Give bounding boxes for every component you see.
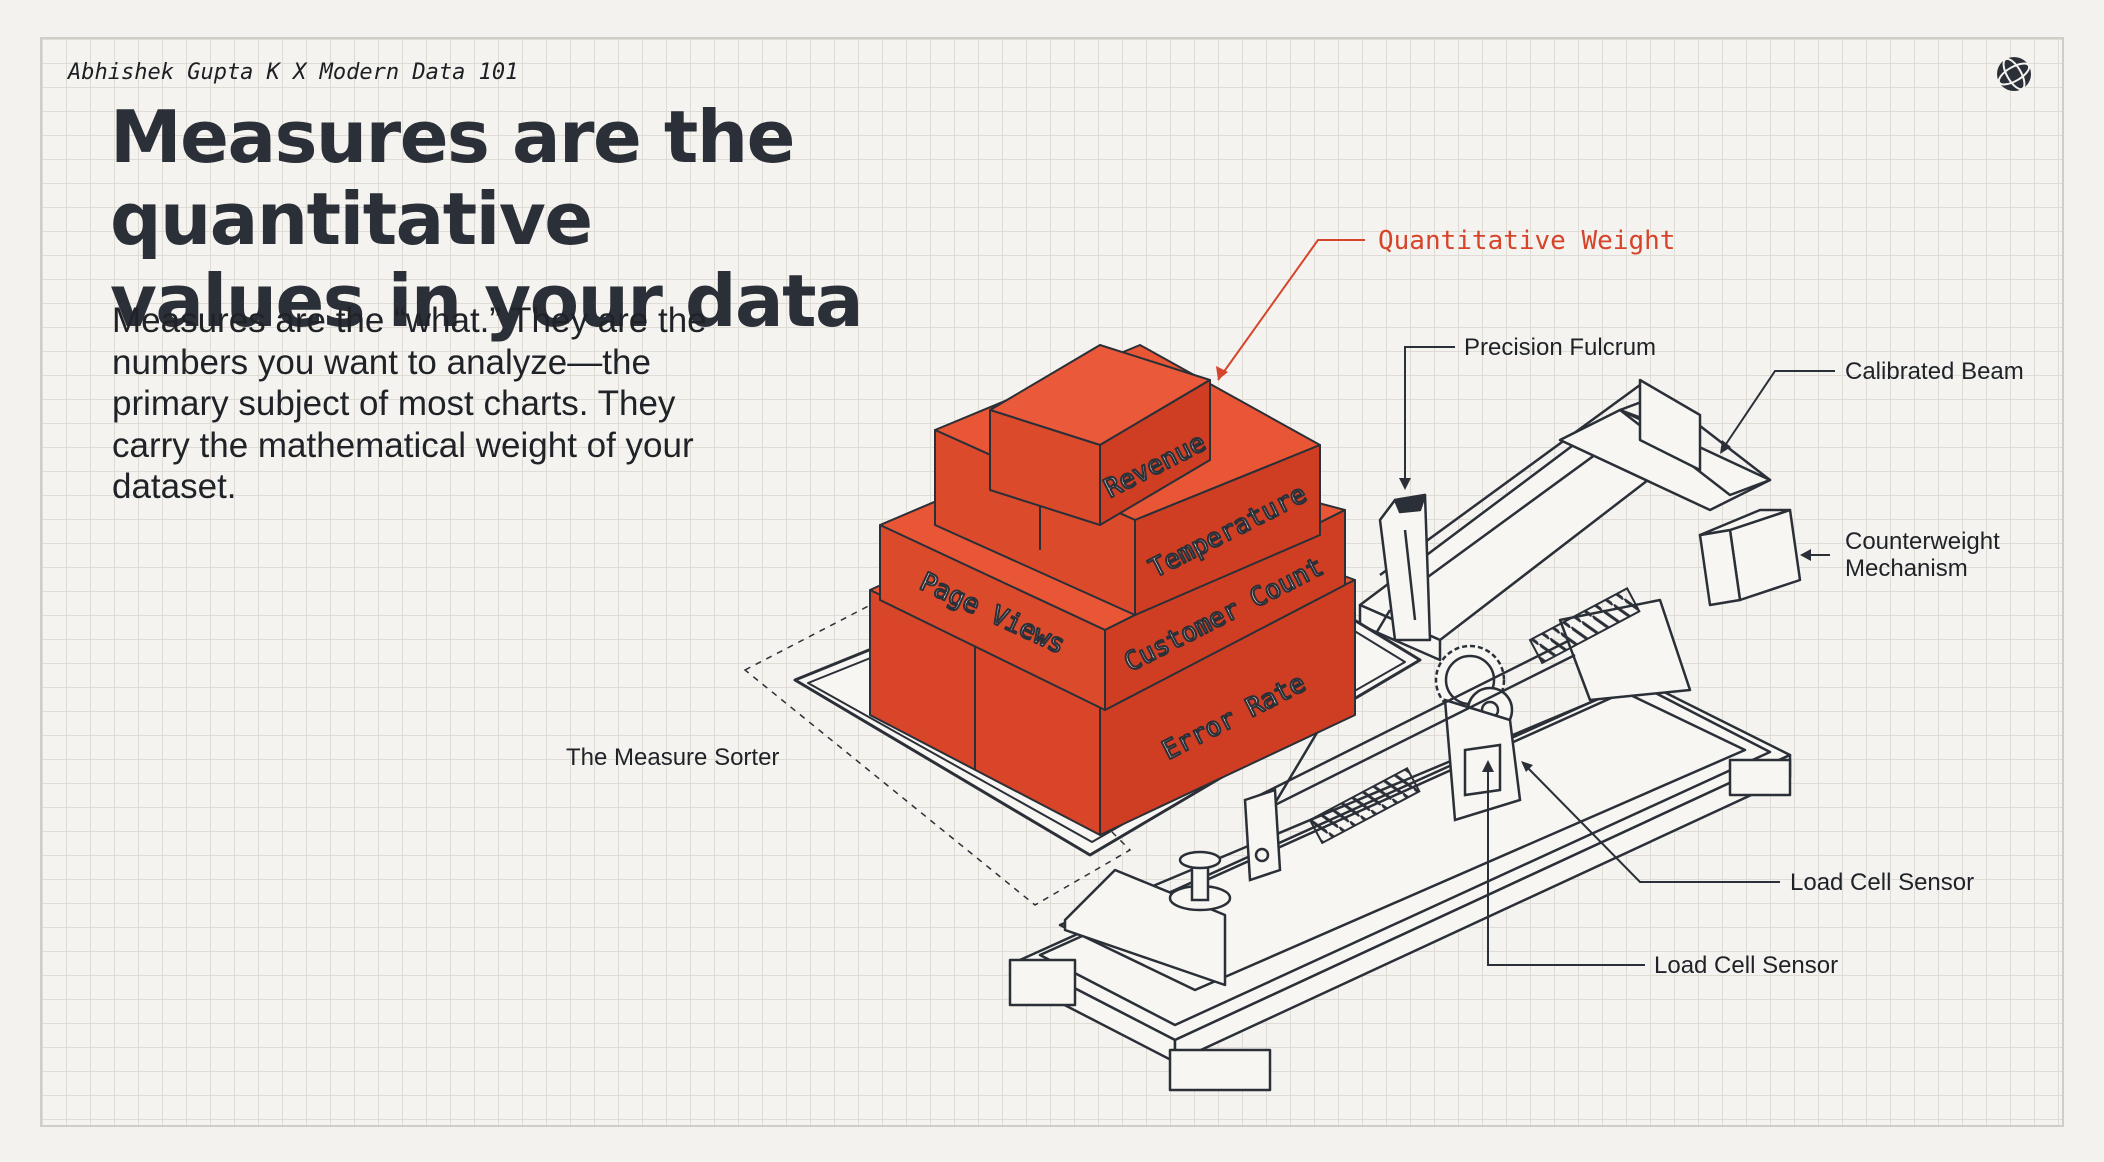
title-line-2: values in your data bbox=[110, 259, 864, 343]
globe-icon bbox=[1997, 57, 2031, 91]
callout-quantitative-weight: Quantitative Weight bbox=[1216, 226, 1675, 381]
calibrated-beam-assembly bbox=[1358, 378, 1802, 662]
callout-measure-sorter: The Measure Sorter bbox=[566, 744, 779, 771]
body-paragraph: Measures are the “what.” They are the nu… bbox=[112, 301, 707, 506]
label-counterweight-line1: Counterweight bbox=[1845, 528, 2000, 555]
author-credit: Abhishek Gupta K X Modern Data 101 bbox=[68, 60, 519, 85]
label-measure-sorter: The Measure Sorter bbox=[566, 744, 779, 771]
label-counterweight-line2: Mechanism bbox=[1845, 555, 1968, 582]
label-load-cell-1: Load Cell Sensor bbox=[1790, 869, 1974, 896]
precision-fulcrum bbox=[1378, 493, 1432, 642]
spring-upper bbox=[1528, 587, 1641, 665]
pan-pedestal bbox=[1168, 850, 1232, 912]
label-precision-fulcrum: Precision Fulcrum bbox=[1464, 334, 1656, 361]
scale-base bbox=[1008, 598, 1792, 1092]
spring-lower bbox=[1308, 767, 1421, 845]
label-quantitative-weight: Quantitative Weight bbox=[1378, 226, 1675, 256]
label-load-cell-2: Load Cell Sensor bbox=[1654, 952, 1838, 979]
callout-load-cell-1: Load Cell Sensor bbox=[1521, 761, 1974, 896]
callout-precision-fulcrum: Precision Fulcrum bbox=[1399, 334, 1656, 490]
gear-mechanism bbox=[1434, 644, 1522, 822]
callout-load-cell-2: Load Cell Sensor bbox=[1482, 760, 1838, 979]
sorter-dashed-outline bbox=[743, 599, 1132, 906]
linkage-arms bbox=[1198, 609, 1576, 901]
measure-boxes: Error Rate Customer Count Page Views Tem… bbox=[869, 344, 1356, 836]
label-calibrated-beam: Calibrated Beam bbox=[1845, 358, 2024, 385]
callout-calibrated-beam: Calibrated Beam bbox=[1720, 358, 2024, 454]
box-revenue: Revenue bbox=[989, 344, 1212, 526]
title-line-1: Measures are the quantitative bbox=[110, 95, 795, 261]
callout-counterweight: Counterweight Mechanism bbox=[1800, 528, 2000, 582]
